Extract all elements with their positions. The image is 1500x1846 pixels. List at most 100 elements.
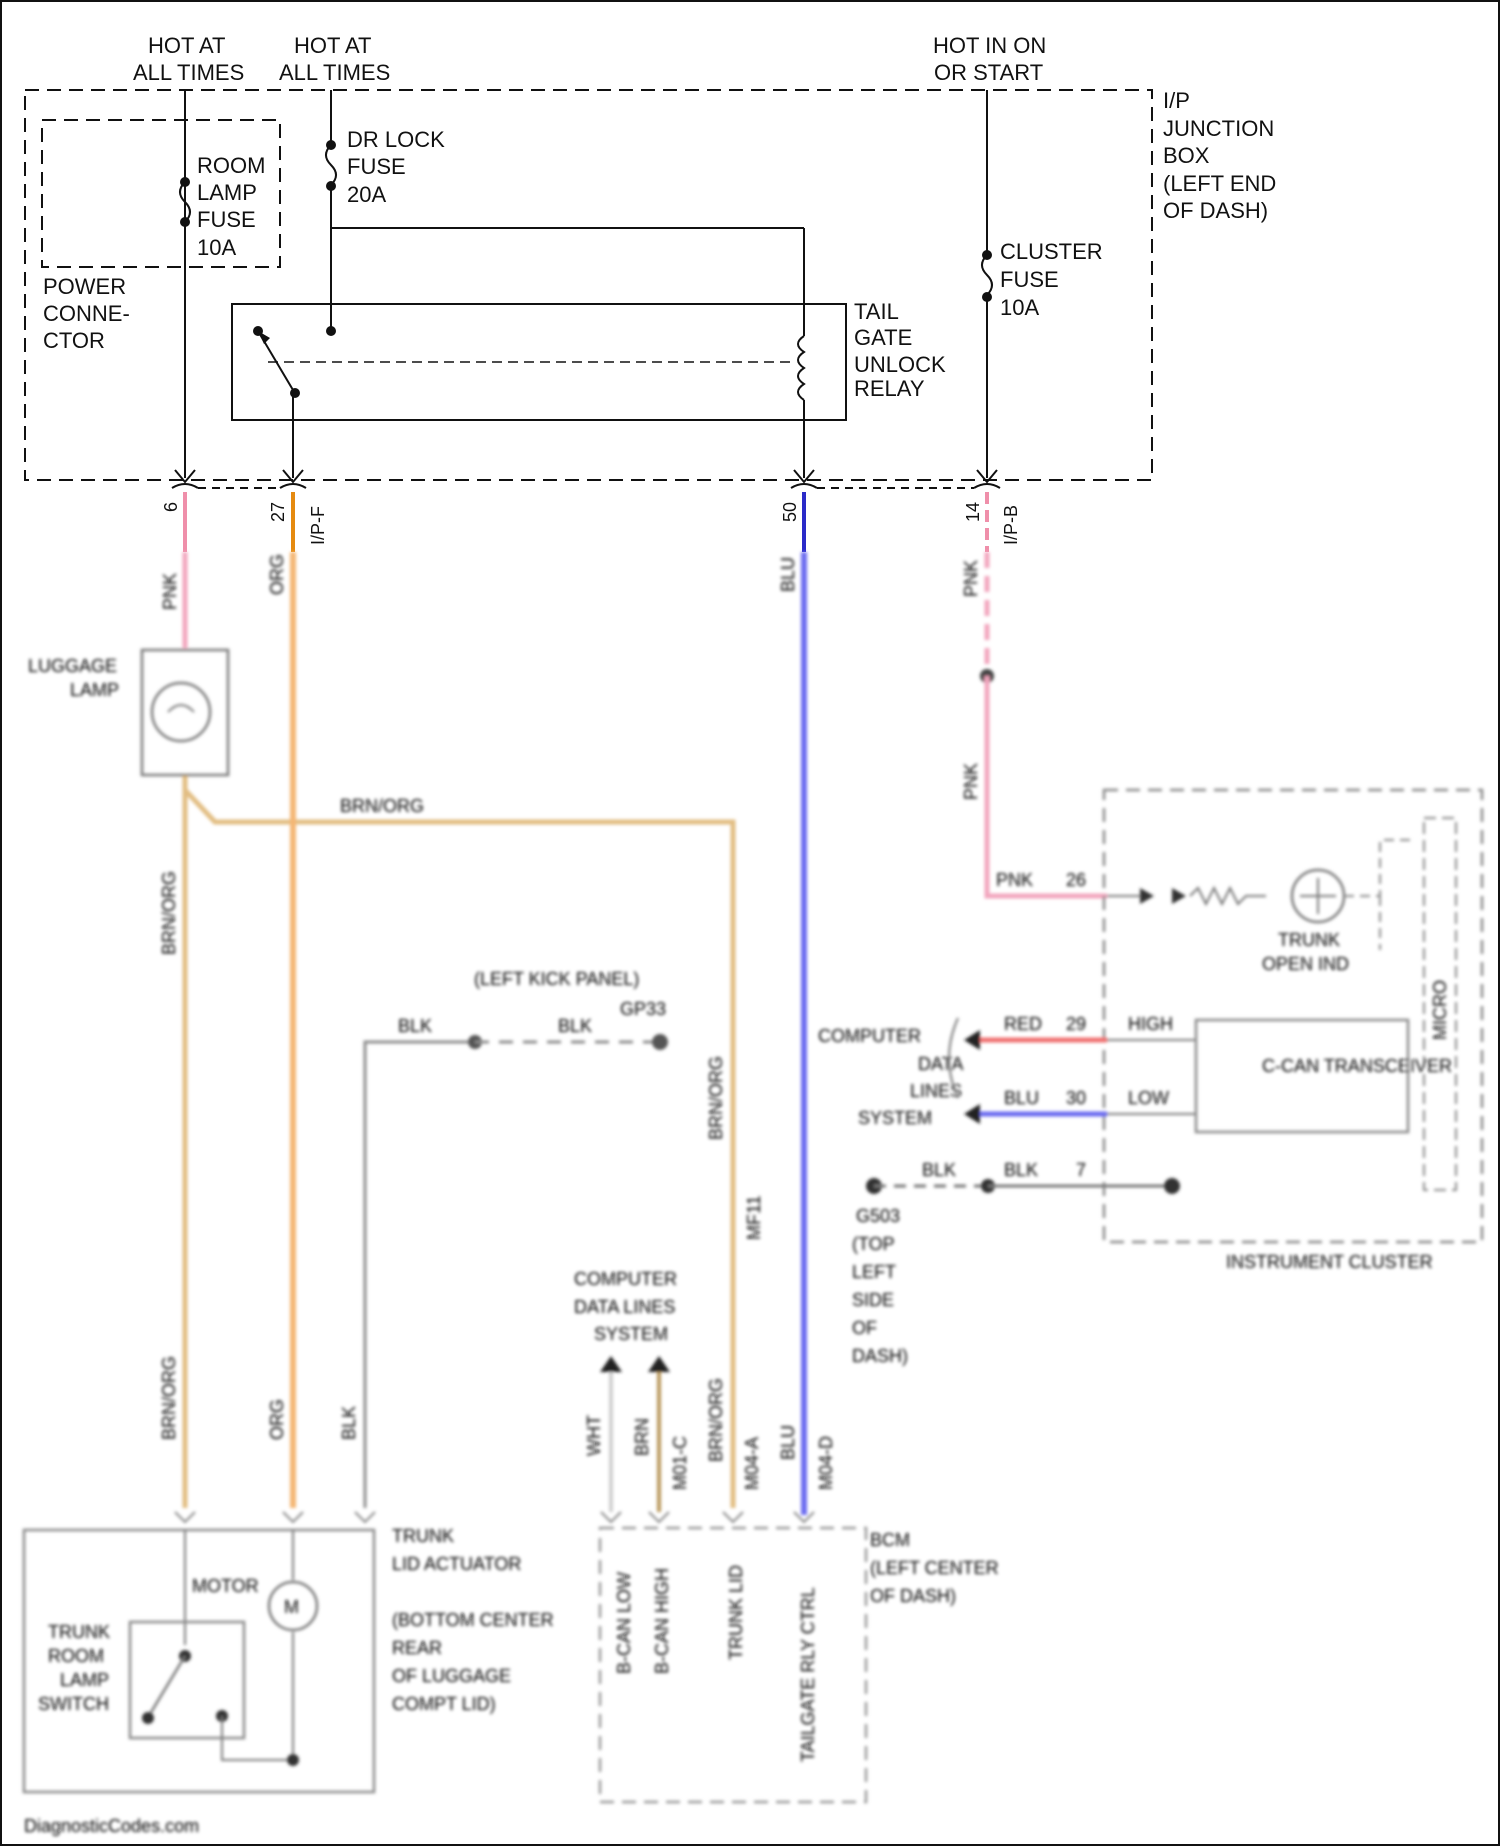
power-connector-label-3: CTOR — [43, 328, 105, 353]
relay-label-3: UNLOCK — [854, 352, 946, 377]
cluster-fuse-l3: 10A — [1000, 295, 1039, 320]
wire-org-1: ORG — [267, 554, 287, 595]
watermark: DiagnosticCodes.com — [24, 1816, 199, 1836]
power-connector-label-1: POWER — [43, 274, 126, 299]
source-label-2a: HOT AT — [294, 33, 371, 58]
pin-27: 27 — [268, 502, 288, 522]
wire-brn-org-5: BRN/ORG — [706, 1378, 726, 1462]
source-label-3b: OR START — [934, 60, 1043, 85]
connector-ipb: I/P-B — [1001, 505, 1021, 545]
tailgate-rly-label: TAILGATE RLY CTRL — [798, 1587, 818, 1762]
wire-brn: BRN — [632, 1418, 652, 1456]
wire-brn-org-2: BRN/ORG — [159, 871, 179, 955]
wire-pnk-3: PNK — [961, 763, 981, 800]
g503-l1: G503 — [856, 1206, 900, 1226]
comp-data-ic-l1: COMPUTER — [818, 1026, 921, 1046]
trunk-actuator-l6: COMPT LID) — [392, 1694, 496, 1714]
g503-l5: OF — [852, 1318, 877, 1338]
trunk-actuator-l1: TRUNK — [392, 1526, 454, 1546]
wire-blk-4: BLK — [922, 1160, 956, 1180]
room-lamp-fuse-l1: ROOM — [197, 153, 265, 178]
wire-org-2: ORG — [267, 1399, 287, 1440]
trunk-open-ind-l1: TRUNK — [1278, 930, 1340, 950]
bcan-low-label: B-CAN LOW — [614, 1572, 634, 1674]
relay-coil-icon — [798, 336, 804, 400]
motor-label: MOTOR — [192, 1576, 259, 1596]
pin-m04d: M04-D — [816, 1436, 836, 1490]
wire-blk-1: BLK — [398, 1016, 432, 1036]
dr-lock-fuse-l1: DR LOCK — [347, 127, 445, 152]
source-label-2b: ALL TIMES — [279, 60, 390, 85]
bcm-l1: BCM — [870, 1530, 910, 1550]
lower-circuit: PNK LUGGAGE LAMP BRN/ORG BRN/ORG BRN/ORG… — [24, 552, 1482, 1836]
luggage-lamp-l1: LUGGAGE — [28, 656, 117, 676]
pin-7: 7 — [1076, 1160, 1086, 1180]
trunk-actuator-l2: LID ACTUATOR — [392, 1554, 521, 1574]
wire-blu-2: BLU — [778, 1425, 798, 1460]
switch-arm-icon — [150, 1656, 185, 1714]
trunk-actuator-l3: (BOTTOM CENTER — [392, 1610, 554, 1630]
pin-30: 30 — [1066, 1088, 1086, 1108]
relay-label-2: GATE — [854, 325, 912, 350]
source-label-3a: HOT IN ON — [933, 33, 1046, 58]
room-lamp-fuse-l3: FUSE — [197, 207, 256, 232]
connector-ipf: I/P-F — [308, 506, 328, 545]
bcan-high-label: B-CAN HIGH — [652, 1568, 672, 1674]
comp-data-ic-l2: DATA — [918, 1054, 963, 1074]
junction-box-label-2: JUNCTION — [1163, 116, 1274, 141]
switch-l3: LAMP — [60, 1670, 109, 1690]
relay-label-4: RELAY — [854, 376, 925, 401]
dr-lock-fuse-icon — [326, 145, 336, 185]
can-high-label: HIGH — [1128, 1014, 1173, 1034]
wire-red: RED — [1004, 1014, 1042, 1034]
junction-box-label-1: I/P — [1163, 88, 1190, 113]
can-low-label: LOW — [1128, 1088, 1169, 1108]
trunk-actuator-l5: OF LUGGAGE — [392, 1666, 511, 1686]
dr-lock-fuse-l3: 20A — [347, 182, 386, 207]
wire-brn-org-4: BRN/ORG — [706, 1056, 726, 1140]
bcm-l2: (LEFT CENTER — [870, 1558, 999, 1578]
g503-l3: LEFT — [852, 1262, 896, 1282]
ccan-transceiver — [1196, 1020, 1408, 1132]
switch-l4: SWITCH — [38, 1694, 109, 1714]
pin-50: 50 — [780, 502, 800, 522]
pin-14: 14 — [963, 502, 983, 522]
bcm-l3: OF DASH) — [870, 1586, 956, 1606]
wire-pnk-2: PNK — [961, 560, 981, 597]
comp-data-ic-l4: SYSTEM — [858, 1108, 932, 1128]
left-kick-panel-label: (LEFT KICK PANEL) — [474, 969, 639, 989]
comp-data-bcm-l2: DATA LINES — [574, 1297, 675, 1317]
junction-box-label-3: BOX — [1163, 143, 1210, 168]
junction-box-outline — [25, 90, 1152, 480]
trunk-actuator-l4: REAR — [392, 1638, 442, 1658]
wire-blk-5: BLK — [1004, 1160, 1038, 1180]
luggage-lamp-l2: LAMP — [70, 680, 119, 700]
trunk-open-ind-l2: OPEN IND — [1262, 954, 1349, 974]
wire-blk-2: BLK — [558, 1016, 592, 1036]
dr-lock-fuse-l2: FUSE — [347, 154, 406, 179]
wire-blu-1: BLU — [778, 557, 798, 592]
bulb-icon — [152, 683, 210, 741]
room-lamp-fuse-l2: LAMP — [197, 180, 257, 205]
pin-29: 29 — [1066, 1014, 1086, 1034]
source-label-1b: ALL TIMES — [133, 60, 244, 85]
wire-brn-org-1: BRN/ORG — [340, 796, 424, 816]
cluster-inner-label: MICRO — [1430, 980, 1450, 1040]
pin-m01: M01-C — [670, 1436, 690, 1490]
junction-box-label-5: OF DASH) — [1163, 198, 1268, 223]
wire-blu-3: BLU — [1004, 1088, 1039, 1108]
power-connector-label-2: CONNE- — [43, 301, 130, 326]
ground-label: GP33 — [620, 999, 666, 1019]
g503-l4: SIDE — [852, 1290, 894, 1310]
resistor-icon — [1190, 888, 1266, 904]
instrument-cluster-label: INSTRUMENT CLUSTER — [1226, 1252, 1433, 1272]
wire-brn-org-3: BRN/ORG — [159, 1356, 179, 1440]
cluster-fuse-l2: FUSE — [1000, 267, 1059, 292]
arrow-icon — [258, 331, 270, 344]
luggage-lamp — [142, 650, 228, 775]
wire-pnk-1: PNK — [160, 573, 180, 610]
wire-blk-3: BLK — [339, 1406, 359, 1440]
pin-6: 6 — [161, 502, 181, 512]
relay-label-1: TAIL — [854, 299, 899, 324]
